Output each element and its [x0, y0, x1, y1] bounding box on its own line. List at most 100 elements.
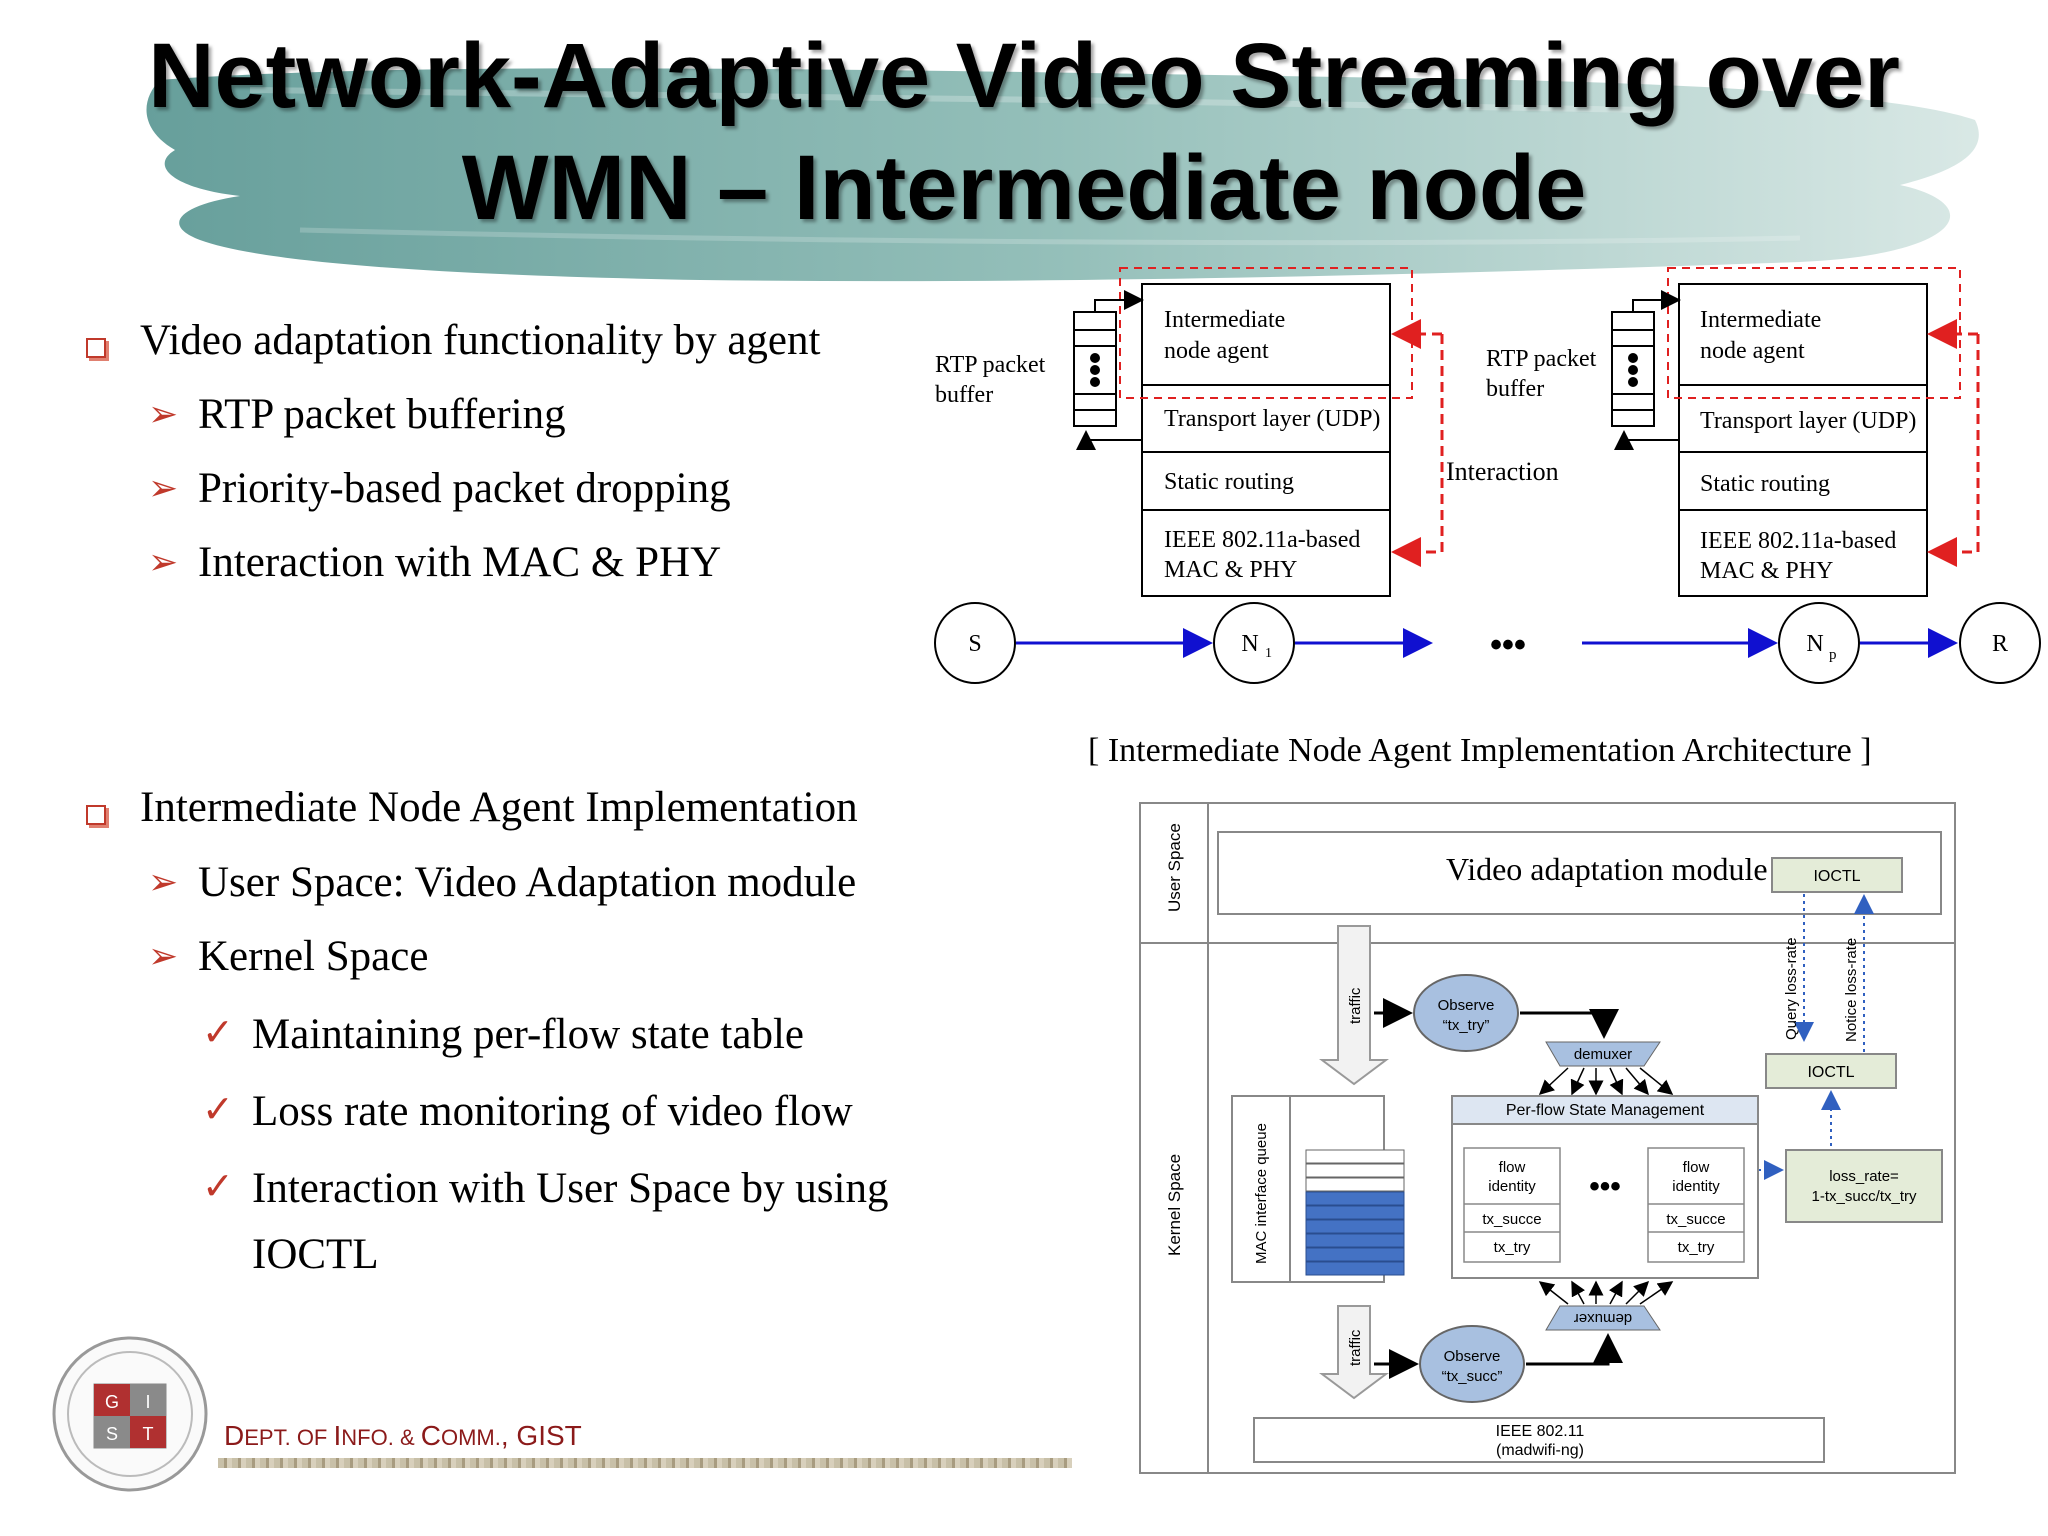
footer-amp: &	[393, 1425, 421, 1450]
bullet-rtp-buffering: RTP packet buffering	[198, 391, 566, 438]
loss-rate-label-1: loss_rate=	[1829, 1168, 1899, 1185]
bullet-interaction-mac-phy: Interaction with MAC & PHY	[198, 539, 722, 586]
traffic-label-top: traffic	[1347, 987, 1364, 1024]
mac-queue-label: MAC interface queue	[1253, 1123, 1270, 1264]
tx-try-2: tx_try	[1678, 1239, 1715, 1256]
per-flow-state-box	[1451, 1095, 1759, 1279]
node-n1-subscript: 1	[1265, 646, 1272, 661]
agent-label-2b: node agent	[1700, 338, 1805, 364]
chain-ellipsis: •••	[1490, 626, 1526, 664]
mac-label-2a: IEEE 802.11a-based	[1700, 528, 1896, 554]
traffic-label-bottom: traffic	[1347, 1329, 1364, 1366]
page-title-line1: Network-Adaptive Video Streaming over	[148, 25, 1900, 127]
node-n1-label: N	[1241, 631, 1258, 657]
flow-entry-2	[1647, 1147, 1745, 1263]
title-brush-background	[146, 68, 1979, 282]
buffer-label-2a: RTP packet	[1486, 346, 1597, 372]
agent-label-1b: node agent	[1164, 338, 1269, 364]
demuxer-bottom	[1545, 1305, 1661, 1331]
diagram-caption: [ Intermediate Node Agent Implementation…	[1088, 732, 1872, 769]
subbullet-interaction-user-space: Interaction with User Space by using	[252, 1165, 889, 1212]
ieee-80211-label-2: (madwifi-ng)	[1496, 1442, 1584, 1459]
transport-label-1: Transport layer (UDP)	[1164, 406, 1380, 432]
rtp-buffer-icon-1	[1073, 311, 1117, 427]
bullet-heading-agent-implementation: Intermediate Node Agent Implementation	[140, 784, 858, 831]
mac-label-1a: IEEE 802.11a-based	[1164, 527, 1360, 553]
bullet-heading-video-adaptation: Video adaptation functionality by agent	[140, 317, 821, 364]
arrow-bullet-icon: ➢	[148, 542, 179, 583]
per-flow-state-label: Per-flow State Management	[1506, 1102, 1705, 1119]
flow-identity-2b: identity	[1672, 1178, 1720, 1195]
query-loss-rate-label: Query loss-rate	[1783, 937, 1800, 1040]
ioctl-top-box	[1771, 857, 1903, 893]
flow-entry-1	[1463, 1147, 1561, 1263]
mac-interface-queue-box	[1231, 1095, 1385, 1283]
observe-tx-try-label-1: Observe	[1438, 997, 1495, 1014]
ieee-80211-box	[1253, 1417, 1825, 1463]
checkmark-icon: ✓	[202, 1010, 234, 1054]
flow-identity-2a: flow	[1683, 1159, 1710, 1176]
video-adaptation-module-label: Video adaptation module	[1446, 851, 1768, 887]
video-adaptation-module-box	[1217, 831, 1942, 915]
gist-logo-icon: G I S T	[52, 1336, 208, 1492]
arrow-bullet-icon: ➢	[148, 862, 179, 903]
observe-tx-try-label-2: “tx_try”	[1443, 1017, 1490, 1034]
bullet-priority-dropping: Priority-based packet dropping	[198, 465, 731, 512]
user-space-label: User Space	[1165, 823, 1184, 912]
footer-divider	[218, 1458, 1072, 1468]
footer-omm: OMM.	[440, 1425, 501, 1450]
node-np-subscript: p	[1829, 647, 1837, 663]
routing-label-2: Static routing	[1700, 471, 1830, 497]
footer-nfo: NFO.	[341, 1425, 394, 1450]
node-np-label: N	[1806, 631, 1823, 657]
rtp-buffer-icon-2	[1611, 311, 1655, 427]
observe-tx-try-ellipse	[1413, 974, 1519, 1052]
observe-tx-succ-ellipse	[1419, 1325, 1525, 1403]
node-chain: S N 1 N p R •••	[934, 602, 2041, 684]
node-np	[1778, 602, 1860, 684]
buffer-label-2b: buffer	[1486, 376, 1544, 402]
ieee-80211-label-1: IEEE 802.11	[1496, 1423, 1585, 1440]
tx-succe-1: tx_succe	[1482, 1211, 1541, 1228]
observe-tx-succ-label-1: Observe	[1444, 1348, 1501, 1365]
ioctl-mid-label: IOCTL	[1807, 1064, 1854, 1081]
node-stack-1: Intermediate node agent Transport layer …	[935, 267, 1444, 597]
demuxer-bottom-label: demuxer	[1574, 1310, 1632, 1327]
flow-identity-1b: identity	[1488, 1178, 1536, 1195]
notice-loss-rate-label: Notice loss-rate	[1843, 938, 1860, 1042]
logo-letter-s: S	[106, 1424, 118, 1444]
footer-of: OF	[290, 1425, 334, 1450]
node-r-label: R	[1992, 631, 2008, 657]
agent-label-2a: Intermediate	[1700, 307, 1821, 333]
demuxer-top-label: demuxer	[1574, 1046, 1632, 1063]
square-bullet-icon	[86, 805, 106, 825]
node-r	[1959, 602, 2041, 684]
demuxer-top	[1545, 1041, 1661, 1067]
loss-rate-label-2: 1-tx_succ/tx_try	[1811, 1188, 1917, 1205]
routing-label-1: Static routing	[1164, 469, 1294, 495]
transport-label-2: Transport layer (UDP)	[1700, 408, 1916, 434]
tx-succe-2: tx_succe	[1666, 1211, 1725, 1228]
footer-gist: , GIST	[500, 1420, 582, 1451]
traffic-arrow-top	[1319, 925, 1389, 1086]
flow-ellipsis: •••	[1589, 1170, 1621, 1203]
ioctl-mid-box	[1765, 1053, 1897, 1089]
page-title-line2: WMN – Intermediate node	[461, 137, 1587, 239]
bullet-user-space: User Space: Video Adaptation module	[198, 859, 857, 906]
arrow-bullet-icon: ➢	[148, 394, 179, 435]
bullet-kernel-space: Kernel Space	[198, 933, 429, 980]
logo-letter-t: T	[143, 1424, 154, 1444]
node-n1	[1213, 602, 1295, 684]
node-s-label: S	[968, 631, 981, 657]
checkmark-icon: ✓	[202, 1164, 234, 1208]
mac-label-2b: MAC & PHY	[1700, 558, 1833, 584]
node-s	[934, 602, 1016, 684]
network-architecture-diagram: Intermediate node agent Transport layer …	[934, 267, 2041, 684]
footer-c: C	[420, 1420, 441, 1451]
node-stack-2: Intermediate node agent Transport layer …	[1486, 267, 1980, 597]
footer-d: D	[224, 1420, 245, 1451]
flow-identity-1a: flow	[1499, 1159, 1526, 1176]
queue-slots	[1305, 1149, 1405, 1276]
arrow-bullet-icon: ➢	[148, 936, 179, 977]
tx-try-1: tx_try	[1494, 1239, 1531, 1256]
